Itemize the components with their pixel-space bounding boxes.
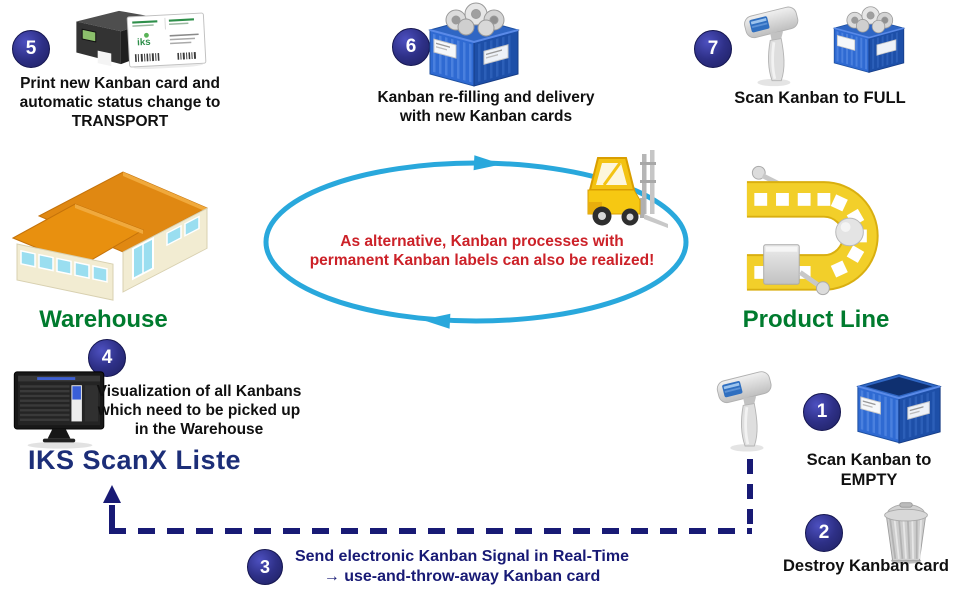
warehouse-icon: [11, 171, 209, 301]
barcode-scanner-icon: [716, 371, 772, 452]
step-4-label: Visualization of all Kanbans which need …: [96, 383, 302, 438]
step-2-label: Destroy Kanban card: [783, 557, 949, 575]
step-badge-1: 1: [803, 393, 841, 431]
barcode-scanner-icon: [744, 6, 799, 87]
scan-list-title: IKS ScanX Liste: [28, 445, 242, 475]
cycle-arrows-icon: [263, 155, 689, 329]
step-7-label: Scan Kanban to FULL: [734, 89, 906, 107]
step-number: 3: [259, 556, 270, 577]
full-crate-icon: [428, 2, 520, 87]
step-number: 4: [101, 347, 113, 368]
step-badge-6: 6: [392, 28, 430, 66]
step-badge-4: 4: [88, 339, 126, 377]
step-number: 1: [816, 401, 828, 422]
step-5-label: Print new Kanban card and automatic stat…: [19, 75, 221, 130]
forklift-icon: [587, 150, 668, 228]
full-crate-icon: [832, 6, 906, 73]
kanban-card-icon: iks: [126, 12, 207, 70]
monitor-icon: [13, 371, 105, 449]
step-number: 2: [818, 522, 830, 543]
barcode-icon: [134, 52, 197, 62]
product-line-icon: [746, 165, 879, 296]
product-line-label: Product Line: [742, 306, 890, 333]
trash-icon: [884, 502, 928, 564]
step-number: 5: [25, 38, 37, 59]
up-arrowhead-icon: [103, 485, 121, 503]
cycle-note-text: As alternative, Kanban processes with pe…: [309, 233, 655, 270]
step-number: 7: [707, 38, 719, 59]
step-badge-5: 5: [12, 30, 50, 68]
step-6-label: Kanban re-filling and delivery with new …: [377, 89, 595, 125]
step-badge-2: 2: [805, 514, 843, 552]
step-badge-3: 3: [247, 549, 283, 585]
empty-crate-icon: [856, 374, 942, 444]
step-1-label: Scan Kanban to EMPTY: [806, 451, 932, 490]
warehouse-label: Warehouse: [39, 306, 168, 333]
step-badge-7: 7: [694, 30, 732, 68]
step-3-label: Send electronic Kanban Signal in Real-Ti…: [294, 548, 629, 585]
card-logo-text: iks: [137, 37, 151, 49]
step-number: 6: [405, 36, 417, 57]
